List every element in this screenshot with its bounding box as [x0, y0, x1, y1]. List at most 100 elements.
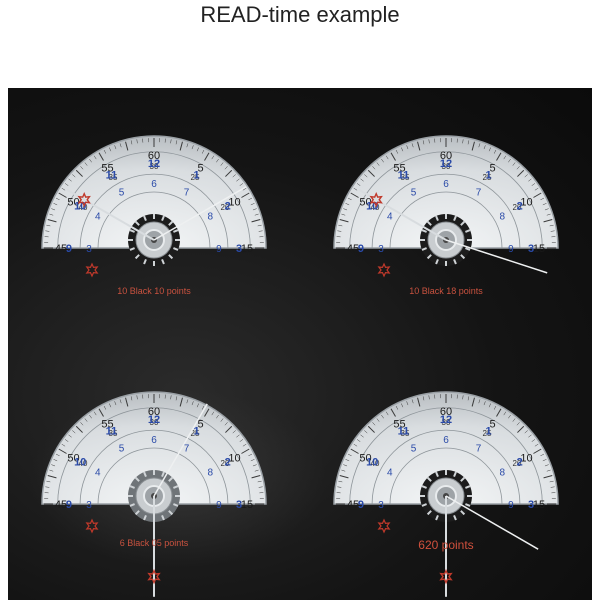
dial-ring-1 — [57, 407, 251, 505]
hour-inner-numeral: 5 — [119, 188, 125, 199]
minute-label: 55 — [393, 418, 405, 430]
dial-ring-3 — [97, 447, 211, 505]
hour-inner-numeral: 8 — [207, 212, 213, 223]
minute-label: 60 — [440, 406, 452, 418]
minute-label: 10 — [228, 453, 240, 465]
hour-numeral: 1 — [485, 169, 491, 181]
minute-label: 10 — [520, 453, 532, 465]
dial-caption-1: 10 Black 10 points — [117, 286, 191, 296]
star-icon — [147, 568, 161, 585]
hour-numeral: 3 — [528, 243, 534, 255]
hour-inner-numeral: 8 — [207, 468, 213, 479]
hour-numeral: 1 — [485, 425, 491, 437]
hour-inner-numeral: 3 — [86, 244, 92, 255]
hour-inner-numeral: 6 — [151, 179, 157, 190]
dial-ring-2 — [371, 429, 521, 505]
hour-numeral: 2 — [225, 456, 231, 468]
hour-numeral: 12 — [440, 414, 452, 426]
minute-inner-label: 35 — [401, 429, 410, 438]
star-icon — [439, 568, 453, 585]
hour-inner-numeral: 6 — [443, 435, 449, 446]
dial-ring-1 — [349, 151, 543, 249]
minute-inner-label: 25 — [483, 173, 492, 182]
star-icon — [377, 262, 391, 278]
minute-inner-label: 25 — [191, 173, 200, 182]
dial-caption-3: 6 Black 05 points — [119, 538, 189, 548]
minute-inner-label: 25 — [483, 429, 492, 438]
hour-numeral: 9 — [66, 243, 72, 255]
moon-icon — [211, 522, 218, 534]
hour-numeral: 11 — [106, 425, 118, 437]
dial-ring-3 — [389, 447, 503, 505]
dial-caption-2: 10 Black 18 points — [409, 286, 483, 296]
hour-inner-numeral: 4 — [95, 212, 101, 223]
minute-inner-label: 30 — [442, 418, 451, 427]
dial-ring-3 — [389, 191, 503, 249]
hour-numeral: 3 — [236, 499, 242, 511]
minute-label: 45 — [347, 499, 359, 511]
hour-numeral: 2 — [517, 200, 523, 212]
dial-ring-3 — [97, 191, 211, 249]
hour-numeral: 2 — [225, 200, 231, 212]
hour-inner-numeral: 4 — [95, 468, 101, 479]
hour-inner-numeral: 7 — [184, 444, 190, 455]
hour-hand — [66, 188, 155, 241]
minute-inner-label: 25 — [191, 429, 200, 438]
dial-ring-2 — [79, 429, 229, 505]
hour-numeral: 3 — [528, 499, 534, 511]
minute-hand — [445, 239, 548, 274]
minute-label: 55 — [393, 162, 405, 174]
minute-ticks — [44, 138, 264, 249]
hour-inner-numeral: 8 — [499, 468, 505, 479]
minute-ticks — [44, 394, 264, 505]
hour-inner-numeral: 5 — [411, 444, 417, 455]
dial-ring-2 — [371, 173, 521, 249]
hour-numeral: 10 — [366, 456, 378, 468]
page-title: READ-time example — [200, 2, 400, 27]
star-icon — [85, 262, 99, 278]
hour-numeral: 11 — [398, 425, 410, 437]
hour-inner-numeral: 9 — [216, 244, 222, 255]
hour-inner-numeral: 9 — [508, 500, 514, 511]
minute-label: 15 — [241, 243, 253, 255]
hour-numeral: 9 — [358, 243, 364, 255]
hour-inner-numeral: 5 — [411, 188, 417, 199]
hour-numeral: 1 — [193, 425, 199, 437]
hour-inner-numeral: 4 — [387, 468, 393, 479]
star-icon — [85, 518, 99, 534]
minute-label: 10 — [520, 197, 532, 209]
hour-inner-numeral: 7 — [476, 444, 482, 455]
dial-ring-1 — [57, 151, 251, 249]
hour-hand — [358, 188, 447, 241]
hour-inner-numeral: 9 — [216, 500, 222, 511]
minute-inner-label: 20 — [221, 203, 230, 212]
hour-inner-numeral: 6 — [151, 435, 157, 446]
minute-inner-label: 40 — [371, 203, 380, 212]
minute-label: 60 — [440, 150, 452, 162]
hour-inner-numeral: 3 — [378, 500, 384, 511]
hour-inner-numeral: 3 — [86, 500, 92, 511]
minute-inner-label: 35 — [401, 173, 410, 182]
dial-caption-4: 620 points — [418, 538, 474, 552]
minute-label: 50 — [359, 453, 371, 465]
minute-label: 5 — [489, 162, 495, 174]
dial-ring-1 — [349, 407, 543, 505]
minute-label: 50 — [67, 453, 79, 465]
minute-label: 55 — [101, 162, 113, 174]
minute-label: 60 — [148, 406, 160, 418]
minute-ticks — [336, 138, 556, 249]
minute-label: 55 — [101, 418, 113, 430]
star-icon — [369, 191, 383, 208]
minute-label: 15 — [241, 499, 253, 511]
hour-inner-numeral: 6 — [443, 179, 449, 190]
minute-label: 10 — [228, 197, 240, 209]
hour-inner-numeral: 8 — [499, 212, 505, 223]
hour-numeral: 10 — [74, 456, 86, 468]
minute-inner-label: 30 — [150, 418, 159, 427]
minute-inner-label: 35 — [109, 173, 118, 182]
minute-inner-label: 40 — [79, 203, 88, 212]
